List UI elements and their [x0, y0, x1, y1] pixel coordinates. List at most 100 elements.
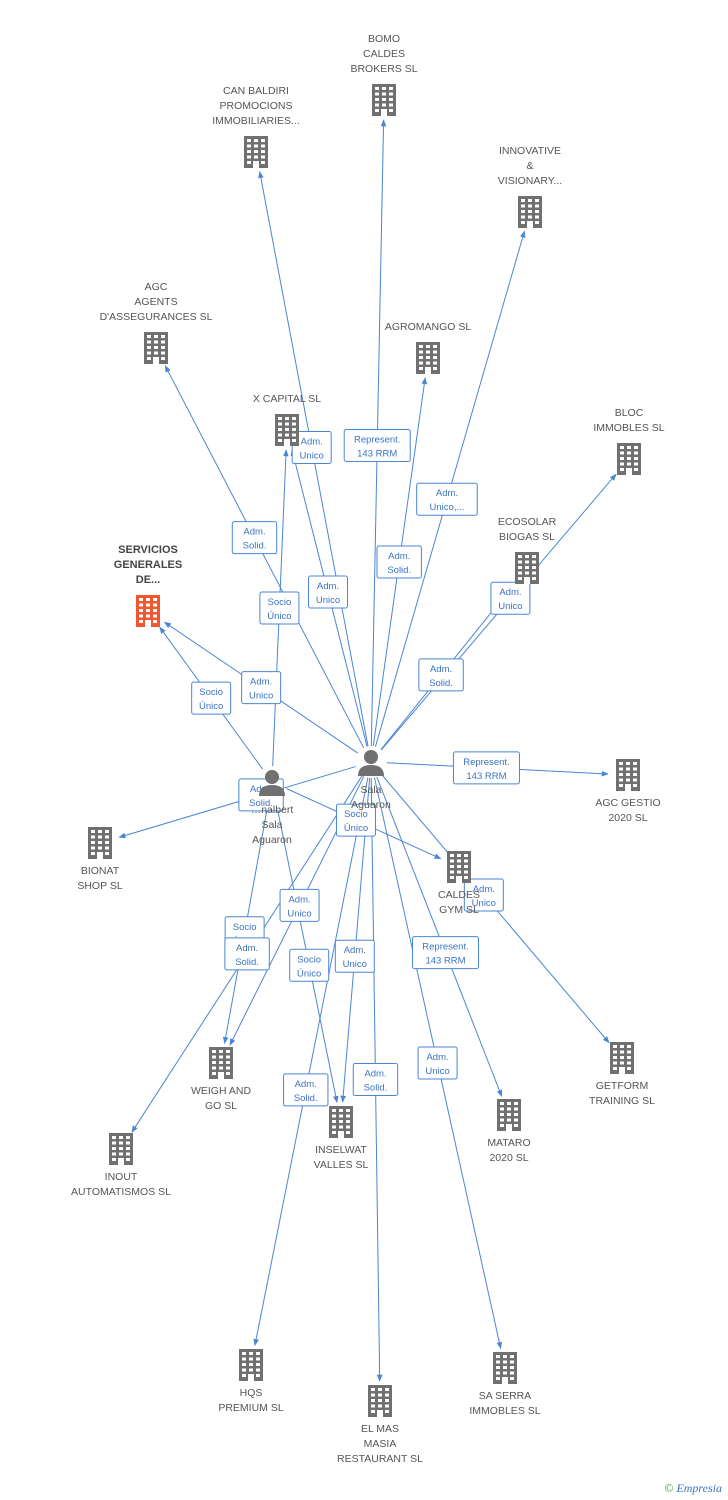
edge-badge-text: Solid. [243, 541, 267, 552]
edge-badge-box [307, 575, 348, 609]
node-label-line: CALDES [438, 889, 480, 901]
edge-badge-text: Adm. [344, 945, 366, 956]
node-label-line: Sala [261, 819, 282, 831]
edge-badges-layer: Represent.143 RRMAdm.UnicoAdm.Unico,...A… [191, 429, 531, 1107]
edge-badge-box [291, 430, 332, 464]
edge-badge-p1-saserra[interactable]: Adm.Unico [417, 1046, 458, 1080]
edge-badge-p1-inselwat[interactable]: Adm.Unico [334, 939, 375, 973]
node-label-line: PROMOCIONS [220, 100, 293, 112]
edge-badge-p1-ecosolar[interactable]: Adm.Solid. [418, 658, 464, 692]
edge-badge-text: Adm. [364, 1069, 386, 1080]
building-icon [617, 443, 641, 475]
edge-badge-text: Solid. [429, 678, 453, 689]
edge-badge-p1-weigh[interactable]: Adm.Unico [279, 888, 320, 922]
node-label-line: CAN BALDIRI [223, 85, 289, 97]
node-label-line: GO SL [205, 1100, 237, 1112]
company-inselwat-label: INSELWAT VALLES SL [314, 1144, 369, 1171]
company-node-agromango[interactable]: AGROMANGO SL [385, 321, 472, 374]
building-icon [368, 1385, 392, 1417]
company-node-servicios[interactable]: SERVICIOSGENERALESDE... [114, 544, 182, 627]
edge-badge-text: Adm. [317, 581, 339, 592]
edge-badge-p1-bomo[interactable]: Represent.143 RRM [343, 429, 411, 463]
node-label-line: SHOP SL [77, 880, 122, 892]
edge-badge-p1-getform[interactable]: Adm.Unico [463, 878, 504, 912]
edge-badge-box [352, 1063, 399, 1097]
edge-badge-box [279, 888, 320, 922]
edge-badge-text: Adm. [243, 527, 265, 538]
node-label-line: INSELWAT [315, 1144, 367, 1156]
edge-badge-text: Solid. [387, 565, 411, 576]
edge-badge-text: Represent. [463, 757, 509, 768]
edge-badge-p1-mataro[interactable]: Represent.143 RRM [412, 936, 480, 970]
node-label-line: X CAPITAL SL [253, 393, 321, 405]
node-label-line: BLOC [615, 407, 644, 419]
edge-badge-p1-agcgestio[interactable]: Represent.143 RRM [452, 751, 520, 785]
company-agromango-label: AGROMANGO SL [385, 321, 472, 333]
building-icon [447, 851, 471, 883]
edge-badge-p1-hqs[interactable]: Adm. Solid. [283, 1073, 329, 1107]
edge-line-p1-agc [164, 365, 365, 749]
edge-badge-text: Solid. [294, 1093, 318, 1104]
building-icon [416, 342, 440, 374]
edge-badge-text: Unico [472, 898, 496, 909]
company-servicios-label: SERVICIOSGENERALESDE... [114, 544, 182, 586]
building-icon [497, 1099, 521, 1131]
edge-badge-p1-canbaldiri[interactable]: Adm.Unico [291, 430, 332, 464]
edge-badge-text: Adm. [288, 894, 310, 905]
edge-badge-text: Socio [297, 954, 321, 965]
edge-badge-p1-elmas[interactable]: Adm.Solid. [352, 1063, 399, 1097]
edge-badge-p1-xcapital[interactable]: Adm.Unico [307, 575, 348, 609]
edge-badge-box [224, 937, 270, 971]
edge-badge-p1-servicios[interactable]: Adm.Unico [241, 671, 282, 705]
building-icon [88, 827, 112, 859]
company-node-xcapital[interactable]: X CAPITAL SL [253, 393, 321, 446]
footer-brand[interactable]: ©Empresia [664, 1481, 722, 1496]
edge-badge-box [463, 878, 504, 912]
node-label-line: CALDES [363, 48, 405, 60]
copyright-symbol: © [664, 1481, 674, 1495]
node-label-line: AUTOMATISMOS SL [71, 1186, 171, 1198]
edge-badge-box [412, 936, 480, 970]
company-node-inselwat[interactable]: INSELWAT VALLES SL [314, 1106, 369, 1171]
edge-badge-p1-inout[interactable]: Adm.Solid. [224, 937, 270, 971]
building-icon [275, 414, 299, 446]
company-node-innovative[interactable]: INNOVATIVE&VISIONARY... [498, 145, 562, 228]
edge-badge-p1-agromango[interactable]: Adm.Solid. [376, 545, 422, 579]
edge-badge-p1-agc[interactable]: Adm. Solid. [231, 521, 278, 555]
edge-badge-box [259, 591, 300, 625]
node-label-line: D'ASSEGURANCES SL [100, 311, 213, 323]
edge-badge-p1-innovative[interactable]: Adm.Unico,... [416, 482, 478, 516]
edge-badge-box [490, 581, 531, 615]
edge-badge-box [289, 948, 330, 982]
node-label-line: PREMIUM SL [218, 1402, 284, 1414]
edge-badge-text: Adm. [236, 943, 258, 954]
company-node-canbaldiri[interactable]: CAN BALDIRIPROMOCIONSIMMOBILIARIES... [212, 85, 300, 168]
edge-badge-text: Adm. [295, 1079, 317, 1090]
edge-badge-text: Represent. [354, 435, 400, 446]
node-label-line: VALLES SL [314, 1159, 369, 1171]
edge-badge-p1-bloc[interactable]: Adm.Unico [490, 581, 531, 615]
